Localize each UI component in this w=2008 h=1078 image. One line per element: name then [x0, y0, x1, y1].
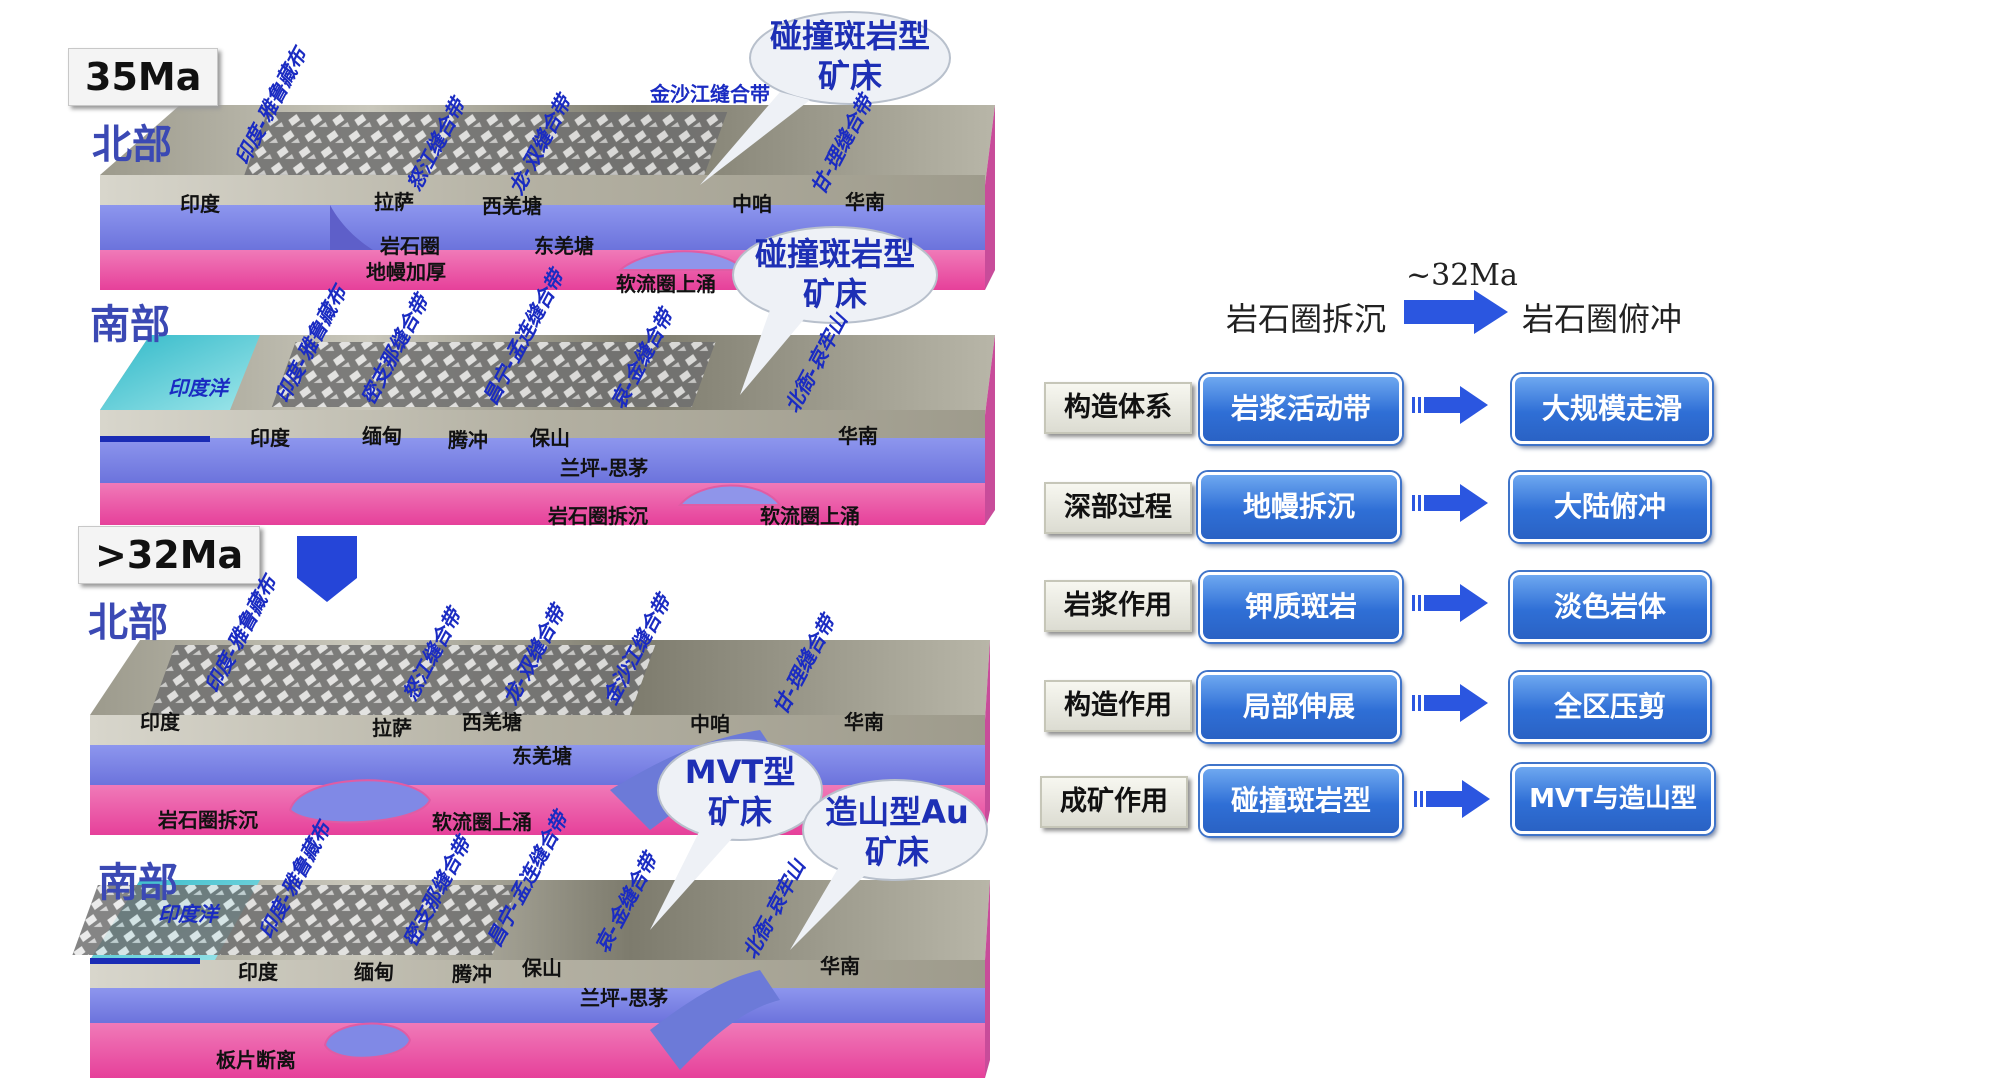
- label-zhongza: 中咱: [690, 712, 730, 736]
- row-label-mineralization: 成矿作用: [1040, 776, 1188, 828]
- label-india: 印度: [250, 426, 290, 450]
- bubble-porphyry-1: 碰撞斑岩型矿床: [769, 17, 930, 95]
- label-india: 印度: [238, 960, 278, 984]
- row-label-magmatism: 岩浆作用: [1044, 580, 1192, 632]
- label-south-china: 华南: [838, 424, 878, 448]
- after-box-magmatism: 淡色岩体: [1510, 572, 1710, 642]
- region-north-1: 北部: [92, 122, 172, 168]
- bubble-porphyry-2: 碰撞斑岩型矿床: [754, 235, 915, 313]
- label-south-china: 华南: [820, 954, 860, 978]
- label-tengchong: 腾冲: [448, 428, 488, 452]
- before-box-magmatism: 钾质斑岩: [1200, 572, 1402, 642]
- bubble-orogenic-au: 造山型Au矿床: [825, 793, 969, 871]
- row-label-deep-process: 深部过程: [1044, 482, 1192, 534]
- row-label-structural-system: 构造体系: [1044, 382, 1192, 434]
- after-box-structural-system: 大规模走滑: [1512, 374, 1712, 444]
- era-tag-35ma: 35Ma: [68, 48, 219, 106]
- label-zhongza: 中咱: [732, 192, 772, 216]
- label-india: 印度: [180, 192, 220, 216]
- label-asthenosphere-upwelling: 软流圈上涌: [432, 810, 532, 834]
- label-lithosphere: 岩石圈: [380, 234, 440, 258]
- label-lanping-simao: 兰坪-思茅: [580, 986, 669, 1010]
- label-slab-breakoff: 板片断离: [216, 1048, 296, 1072]
- geology-block-diagrams: [72, 11, 995, 1078]
- row-arrow-icon: [1412, 584, 1488, 622]
- before-box-mineralization: 碰撞斑岩型: [1200, 766, 1402, 836]
- region-south-1: 南部: [90, 302, 170, 348]
- label-lhasa: 拉萨: [374, 190, 414, 214]
- label-west-qiangtang: 西羌塘: [462, 710, 522, 734]
- row-label-tectonics: 构造作用: [1044, 680, 1192, 732]
- down-arrow-icon: [297, 536, 357, 602]
- label-indian-ocean: 印度洋: [168, 376, 228, 400]
- label-south-china: 华南: [845, 190, 885, 214]
- from-label: 岩石圈拆沉: [1226, 300, 1387, 338]
- label-indian-ocean: 印度洋: [158, 902, 218, 926]
- era-tag-32ma: >32Ma: [78, 526, 261, 584]
- transition-arrow-icon: [1404, 290, 1508, 334]
- label-asthenosphere-upwelling: 软流圈上涌: [616, 272, 716, 296]
- label-lhasa: 拉萨: [372, 716, 412, 740]
- time-label: ~32Ma: [1406, 258, 1518, 293]
- label-asthenosphere-upwelling: 软流圈上涌: [760, 504, 860, 528]
- label-tengchong: 腾冲: [452, 962, 492, 986]
- bubble-shapes: [650, 11, 988, 950]
- to-label: 岩石圈俯冲: [1522, 300, 1683, 338]
- before-box-structural-system: 岩浆活动带: [1200, 374, 1402, 444]
- bubble-mvt: MVT型矿床: [684, 753, 796, 831]
- label-east-qiangtang: 东羌塘: [534, 234, 594, 258]
- row-arrow-icon: [1412, 386, 1488, 424]
- label-east-qiangtang: 东羌塘: [512, 744, 572, 768]
- label-india: 印度: [140, 710, 180, 734]
- label-baoshan: 保山: [530, 426, 570, 450]
- row-arrow-icon: [1414, 780, 1490, 818]
- label-west-qiangtang: 西羌塘: [482, 194, 542, 218]
- before-box-deep-process: 地幔拆沉: [1198, 472, 1400, 542]
- label-jinshajiang-suture: 金沙江缝合带: [650, 82, 770, 106]
- region-south-2: 南部: [98, 860, 178, 906]
- block-32ma-south: [72, 880, 990, 1078]
- row-arrow-icon: [1412, 484, 1488, 522]
- row-arrow-icon: [1412, 684, 1488, 722]
- label-myanmar: 缅甸: [354, 960, 394, 984]
- label-lithosphere-delamination: 岩石圈拆沉: [548, 504, 648, 528]
- label-myanmar: 缅甸: [362, 424, 402, 448]
- label-lanping-simao: 兰坪-思茅: [560, 456, 649, 480]
- before-box-tectonics: 局部伸展: [1198, 672, 1400, 742]
- label-lithosphere-delamination: 岩石圈拆沉: [158, 808, 258, 832]
- label-baoshan: 保山: [522, 956, 562, 980]
- after-box-mineralization: MVT与造山型: [1512, 764, 1714, 834]
- label-mantle-thickening: 地幔加厚: [366, 260, 446, 284]
- after-box-tectonics: 全区压剪: [1510, 672, 1710, 742]
- region-north-2: 北部: [88, 600, 168, 646]
- label-south-china: 华南: [844, 710, 884, 734]
- after-box-deep-process: 大陆俯冲: [1510, 472, 1710, 542]
